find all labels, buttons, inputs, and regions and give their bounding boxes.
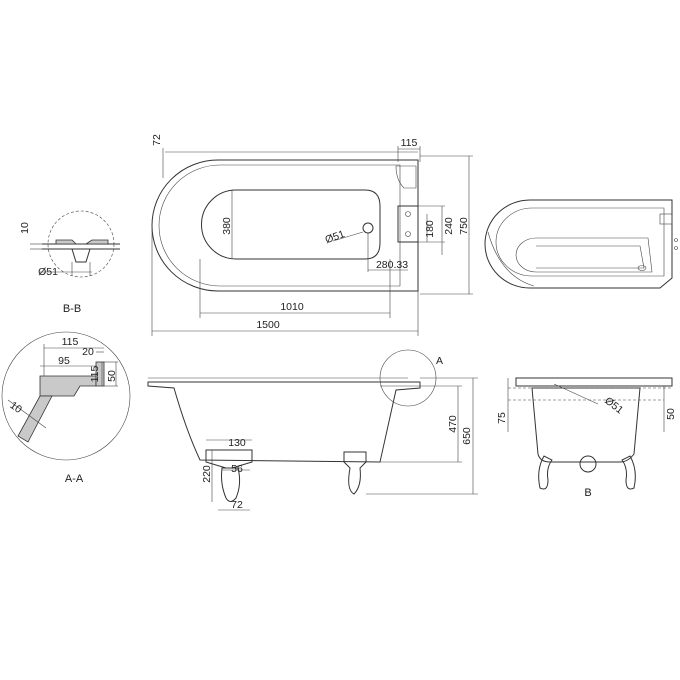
dim-inner-height: 470 — [447, 415, 459, 433]
side-elevation: A 130 56 72 220 470 650 — [147, 349, 478, 511]
plan-view: 72 115 750 240 180 380 Ø51 280.33 1010 — [151, 134, 473, 336]
aa-dim-height-a: 115 — [89, 365, 101, 382]
dim-foot-width: 130 — [228, 437, 246, 449]
dim-flange: 72 — [151, 134, 163, 146]
dim-tap-offset: 180 — [424, 220, 436, 238]
detail-marker-a: A — [436, 355, 443, 367]
tap-hole — [405, 211, 411, 217]
aa-dim-ledge: 115 — [62, 336, 79, 348]
dim-tap-spacing: 240 — [443, 217, 455, 235]
dim-foot-neck: 56 — [231, 463, 243, 475]
tap-hole — [405, 231, 411, 237]
dim-waste: Ø51 — [324, 228, 347, 246]
bath-rim-inner-line — [158, 164, 401, 287]
dim-tap-ledge: 115 — [401, 137, 418, 149]
bb-dim-thickness: 10 — [19, 222, 31, 234]
dim-waste-offset: 280.33 — [376, 259, 408, 271]
dim-outer-width: 750 — [458, 217, 470, 235]
bath-inner-bowl — [201, 189, 381, 260]
tap-plate — [397, 205, 419, 243]
waste-outlet — [362, 222, 374, 234]
section-bb: 10 Ø51 B-B — [19, 210, 120, 315]
end-dim-waste: Ø51 — [602, 395, 625, 417]
end-dim-rim: 75 — [496, 412, 508, 424]
aa-dim-inner: 95 — [58, 355, 70, 367]
dim-foot-height: 220 — [201, 465, 213, 483]
tap-deck — [395, 165, 417, 189]
bb-dim-waste: Ø51 — [38, 266, 58, 278]
aa-dim-lip: 20 — [82, 346, 94, 358]
perspective-view — [484, 199, 678, 289]
dim-inner-length: 1010 — [280, 301, 304, 313]
end-label: B — [584, 487, 591, 499]
section-aa: 115 20 95 115 50 10 A-A — [1, 331, 131, 485]
bath-outer-rim — [151, 159, 419, 292]
end-dim-overflow: 50 — [665, 408, 677, 420]
bb-label: B-B — [63, 303, 81, 315]
dim-foot-base: 72 — [231, 499, 243, 511]
end-elevation: Ø51 75 50 B — [496, 377, 677, 499]
aa-dim-height-b: 50 — [106, 370, 118, 382]
dim-overall-height: 650 — [461, 427, 473, 445]
aa-label: A-A — [65, 473, 84, 485]
dim-overall-length: 1500 — [256, 319, 280, 331]
dim-inner-width: 380 — [221, 217, 233, 235]
